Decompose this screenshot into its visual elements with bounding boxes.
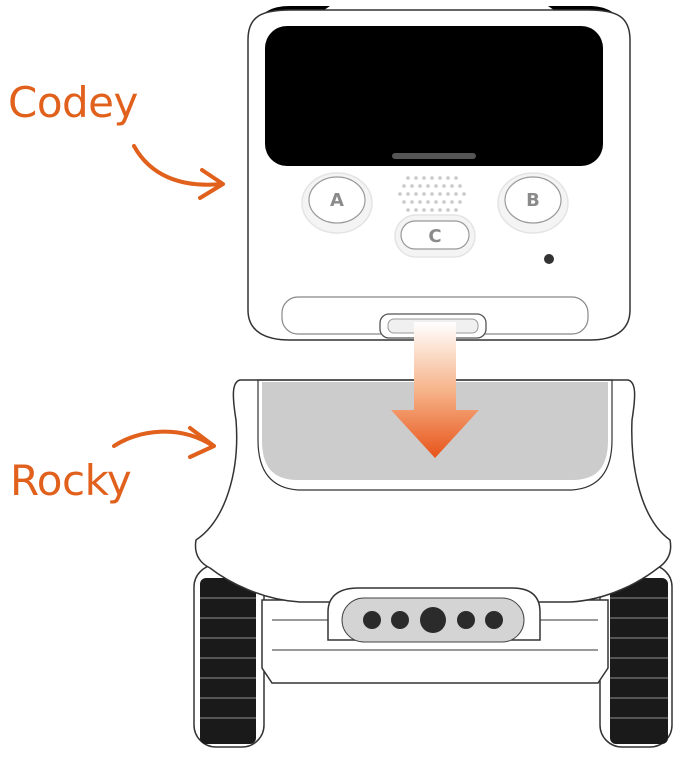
codey-button-a: A bbox=[301, 172, 373, 234]
codey-screen bbox=[265, 26, 603, 166]
codey-label: Codey bbox=[8, 78, 138, 127]
codey-button-b-label: B bbox=[526, 190, 540, 211]
right-tread bbox=[599, 564, 673, 748]
codey-button-a-label: A bbox=[330, 190, 344, 211]
codey-speaker bbox=[398, 176, 466, 212]
codey-button-c-label: C bbox=[428, 226, 441, 247]
codey-device: A B C bbox=[247, 6, 631, 341]
codey-sensor-dot bbox=[544, 254, 554, 264]
rocky-robot bbox=[193, 379, 673, 748]
rocky-callout-arrow bbox=[112, 426, 216, 459]
left-tread bbox=[193, 564, 265, 748]
codey-callout-arrow bbox=[132, 144, 225, 200]
mount-direction-arrow bbox=[391, 322, 479, 458]
rocky-sensor-bar bbox=[327, 587, 541, 643]
codey-button-c: C bbox=[394, 214, 476, 258]
codey-button-b: B bbox=[497, 172, 569, 234]
rocky-label: Rocky bbox=[10, 456, 132, 505]
